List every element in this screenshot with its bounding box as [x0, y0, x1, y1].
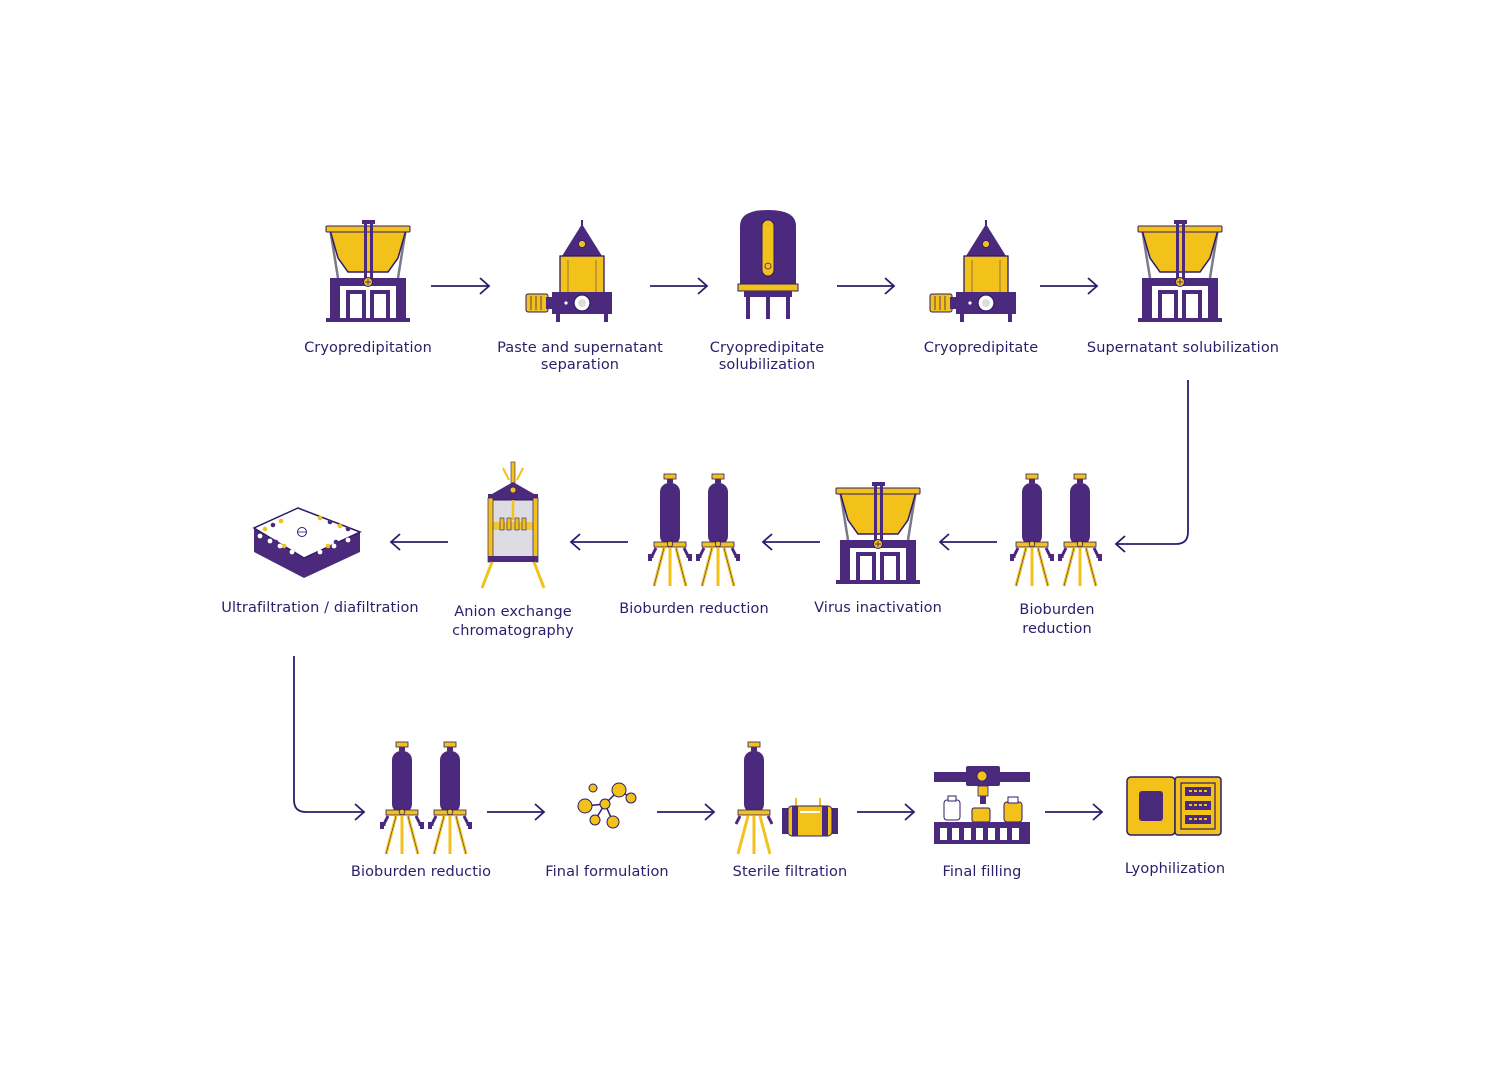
filling-line-icon — [934, 766, 1030, 844]
label-sterile-filtration: Sterile filtration — [732, 864, 848, 880]
arrow-right-icon — [837, 277, 896, 295]
hopper-tank-icon — [325, 220, 411, 322]
label-cryoprecipitate: Cryopredipitate — [923, 340, 1039, 356]
label-supernatant-solubilization: Supernatant solubilization — [1086, 340, 1280, 356]
label-final-formulation: Final formulation — [545, 864, 669, 880]
arrow-left-icon — [569, 533, 628, 551]
label-virus-inactivation: Virus inactivation — [814, 600, 942, 616]
arrow-right-icon — [657, 803, 716, 821]
arrow-left-icon — [1114, 535, 1126, 553]
label-bioburden-2: Bioburden reduction — [619, 601, 769, 617]
centrifuge-icon — [929, 220, 1016, 322]
label-paste-separation: Paste and supernatant separation — [497, 340, 663, 373]
label-cryoprecipitation: Cryopredipitation — [304, 340, 432, 356]
hopper-tank-icon — [835, 482, 921, 584]
label-ultrafiltration: Ultrafiltration / diafiltration — [221, 600, 419, 616]
arrow-right-icon — [857, 803, 916, 821]
chromatography-column-icon — [480, 461, 546, 589]
label-final-filling: Final filling — [942, 864, 1022, 880]
molecule-icon — [577, 782, 637, 829]
label-bioburden-1: Bioburden reduction — [1019, 602, 1095, 637]
vessel-tank-icon — [737, 210, 799, 319]
connector-line — [1116, 380, 1189, 545]
label-anion-exchange: Anion exchange chromatography — [452, 604, 574, 639]
arrow-right-icon — [1040, 277, 1099, 295]
centrifuge-icon — [525, 220, 612, 322]
connector-line — [293, 656, 364, 813]
arrow-left-icon — [761, 533, 820, 551]
label-cryo-solubilization: Cryopredipitate solubilization — [709, 340, 825, 373]
filter-housing-icon — [648, 473, 740, 587]
arrow-right-icon — [1045, 803, 1104, 821]
label-lyophilization: Lyophilization — [1124, 861, 1226, 877]
filtration-cassette-icon — [252, 507, 362, 578]
arrow-right-icon — [650, 277, 709, 295]
filter-housing-icon — [1010, 473, 1102, 587]
arrow-left-icon — [389, 533, 448, 551]
label-bioburden-3: Bioburden reductio — [350, 864, 492, 880]
freeze-dryer-icon — [1126, 776, 1222, 836]
filter-housing-icon — [380, 741, 472, 855]
arrow-left-icon — [938, 533, 997, 551]
arrow-right-icon — [487, 803, 546, 821]
hopper-tank-icon — [1137, 220, 1223, 322]
sterile-filter-icon — [734, 741, 838, 855]
arrow-right-icon — [354, 803, 366, 821]
arrow-right-icon — [431, 277, 491, 295]
